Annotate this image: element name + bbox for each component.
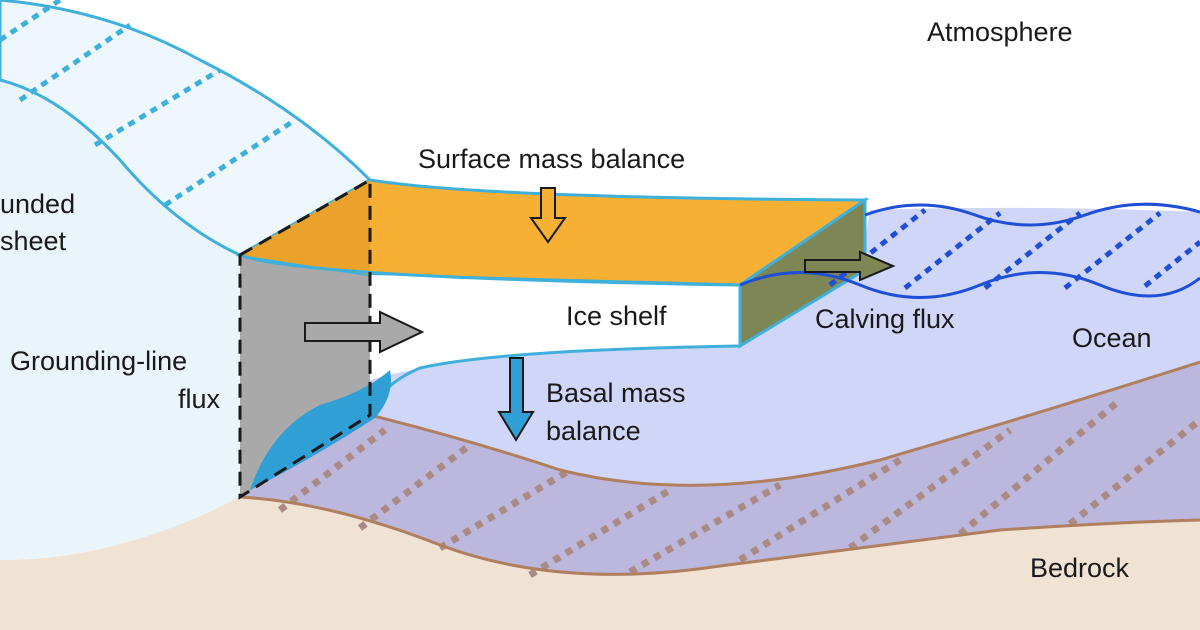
bedrock-region: [0, 497, 1200, 630]
basal-mass-balance-arrow: [497, 357, 535, 442]
sediment-dots: [277, 397, 1200, 578]
grounding-line-flux-arrow: [304, 310, 425, 354]
grounding-line-face: [240, 255, 370, 497]
seafloor-line: [369, 360, 1200, 487]
label-grounding-line-flux-line2: flux: [178, 384, 221, 414]
label-surface-mass-balance: Surface mass balance: [418, 144, 686, 174]
label-calving-flux: Calving flux: [815, 304, 955, 334]
ocean-wave-dots: [828, 208, 1200, 290]
label-atmosphere: Atmosphere: [927, 17, 1073, 47]
label-basal-mass-balance-line2: balance: [546, 416, 641, 446]
label-grounding-line-flux-line1: Grounding-line: [10, 346, 188, 376]
label-grounded-ice-sheet-line1: unded: [0, 189, 76, 219]
grounded-ice-sheet: [0, 0, 240, 560]
ice-flow-dots: [0, 0, 297, 208]
surface-mass-balance-arrow: [529, 187, 567, 244]
basal-melt-pocket: [250, 370, 391, 490]
bedrock-line: [239, 495, 1200, 576]
dashed-outline: [238, 177, 372, 500]
calving-flux-arrow: [804, 250, 896, 282]
label-bedrock: Bedrock: [1030, 553, 1130, 583]
ice-shelf-side-cut: [240, 180, 370, 275]
label-ice-shelf: Ice shelf: [566, 301, 667, 331]
label-ocean: Ocean: [1072, 323, 1152, 353]
ice-shelf-front: [370, 275, 740, 380]
label-basal-mass-balance-line1: Basal mass: [546, 378, 686, 408]
label-grounded-ice-sheet-line2: sheet: [0, 226, 67, 256]
ocean-waves: [739, 202, 1200, 299]
